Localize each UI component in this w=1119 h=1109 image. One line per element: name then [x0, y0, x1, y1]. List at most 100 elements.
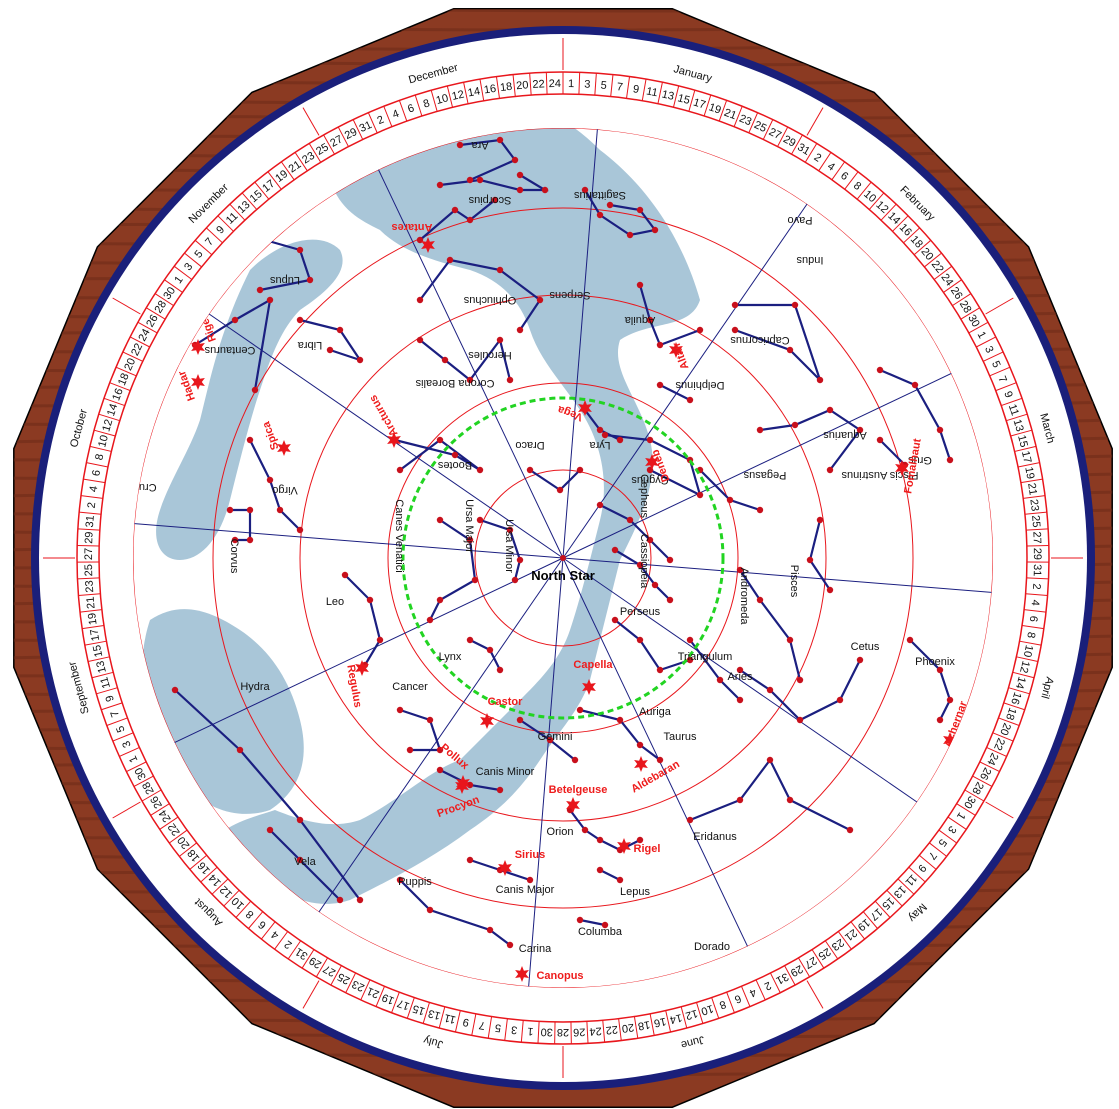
bright-star-icon	[421, 237, 435, 253]
date-tick	[352, 119, 364, 140]
constellation-star-dot	[396, 876, 404, 884]
constellation-star-dot	[436, 766, 444, 774]
constellation-label: Leo	[326, 596, 344, 608]
bright-star-label: Antares	[392, 221, 433, 233]
declination-circles	[133, 128, 993, 988]
date-tick	[101, 702, 123, 711]
constellation-label: Canes Venatici	[393, 499, 405, 572]
constellation-label: Andromeda	[738, 568, 750, 626]
date-tick	[968, 321, 989, 334]
date-tick	[91, 671, 114, 679]
constellation-label: Canis Major	[496, 884, 555, 896]
constellation-star-dot	[716, 676, 724, 684]
date-tick	[103, 397, 125, 407]
constellation-star-dot	[876, 436, 884, 444]
date-tick	[154, 293, 174, 307]
date-number: 31	[774, 970, 790, 986]
date-tick	[755, 979, 766, 1001]
date-number: 31	[1031, 564, 1043, 577]
constellation-star-dot	[236, 746, 244, 754]
date-number: 2	[86, 502, 99, 509]
date-tick	[1025, 593, 1048, 597]
constellation-label: Grus	[908, 454, 932, 466]
date-number: 31	[358, 119, 374, 135]
constellation-star-dot	[486, 646, 494, 654]
date-number: 20	[516, 79, 529, 92]
date-tick	[294, 152, 308, 172]
date-number: 31	[795, 141, 812, 158]
constellation-label: Lupus	[270, 274, 300, 286]
date-number: 14	[1013, 675, 1028, 690]
constellation-star-dot	[611, 546, 619, 554]
constellation-star-dot	[836, 696, 844, 704]
date-number: 27	[802, 954, 819, 971]
date-number: 2	[1030, 583, 1042, 590]
date-tick	[1012, 671, 1035, 679]
date-number: 28	[153, 299, 170, 316]
constellation-line	[458, 138, 517, 182]
date-number: 12	[100, 418, 115, 433]
date-tick	[811, 949, 825, 969]
constellation-star-dot	[636, 741, 644, 749]
date-tick	[657, 82, 663, 104]
date-number: 1	[172, 274, 185, 286]
date-number: 10	[1021, 644, 1035, 658]
date-number: 25	[816, 945, 833, 962]
date-number: 25	[336, 970, 352, 986]
date-tick	[862, 911, 878, 929]
date-number: 24	[984, 751, 1000, 767]
date-number: 23	[1027, 498, 1040, 512]
constellation-star-dot	[476, 466, 484, 474]
constellation-star-dot	[736, 796, 744, 804]
constellation-star-dot	[511, 576, 519, 584]
date-number: 11	[443, 1011, 457, 1025]
date-tick	[106, 717, 128, 726]
constellation-star-dot	[616, 876, 624, 884]
constellation-star-dot	[576, 916, 584, 924]
date-number: 30	[965, 313, 982, 330]
date-tick	[223, 889, 240, 907]
date-tick	[414, 94, 423, 117]
date-number: 23	[350, 978, 366, 994]
constellation-star-dot	[276, 506, 284, 514]
month-divider	[302, 107, 320, 136]
constellation-star-dot	[636, 636, 644, 644]
constellation-star-dot	[446, 256, 454, 264]
date-number: 18	[185, 847, 202, 864]
date-number: 22	[129, 342, 145, 358]
date-tick	[301, 949, 315, 969]
constellation-star-dot	[451, 206, 459, 214]
date-tick	[718, 100, 728, 122]
date-tick	[345, 972, 356, 993]
constellation-star-dot	[636, 206, 644, 214]
date-number: 27	[83, 548, 95, 560]
date-tick	[88, 656, 110, 662]
constellation-star-dot	[786, 796, 794, 804]
date-tick	[79, 511, 102, 515]
constellation-star-dot	[406, 746, 414, 754]
date-number: 9	[632, 83, 640, 96]
constellation-star-dot	[726, 496, 734, 504]
date-tick	[618, 1018, 622, 1041]
constellation-label: Centaurus	[204, 344, 255, 356]
date-number: 13	[1011, 418, 1026, 433]
date-tick	[626, 76, 631, 99]
constellation-star-dot	[466, 216, 474, 224]
date-number: 22	[991, 736, 1007, 752]
constellation-star-dot	[466, 856, 474, 864]
month-divider	[112, 801, 141, 819]
ra-line	[133, 522, 564, 559]
constellation-star-dot	[736, 696, 744, 704]
constellation-star-dot	[266, 296, 274, 304]
date-tick	[1016, 656, 1038, 662]
constellation-star-dot	[471, 576, 479, 584]
constellation-star-dot	[756, 596, 764, 604]
constellation-star-dot	[826, 466, 834, 474]
date-number: 11	[645, 85, 658, 99]
date-tick	[868, 192, 885, 210]
date-number: 13	[661, 89, 676, 103]
date-number: 1	[954, 810, 967, 822]
date-tick	[798, 957, 811, 978]
